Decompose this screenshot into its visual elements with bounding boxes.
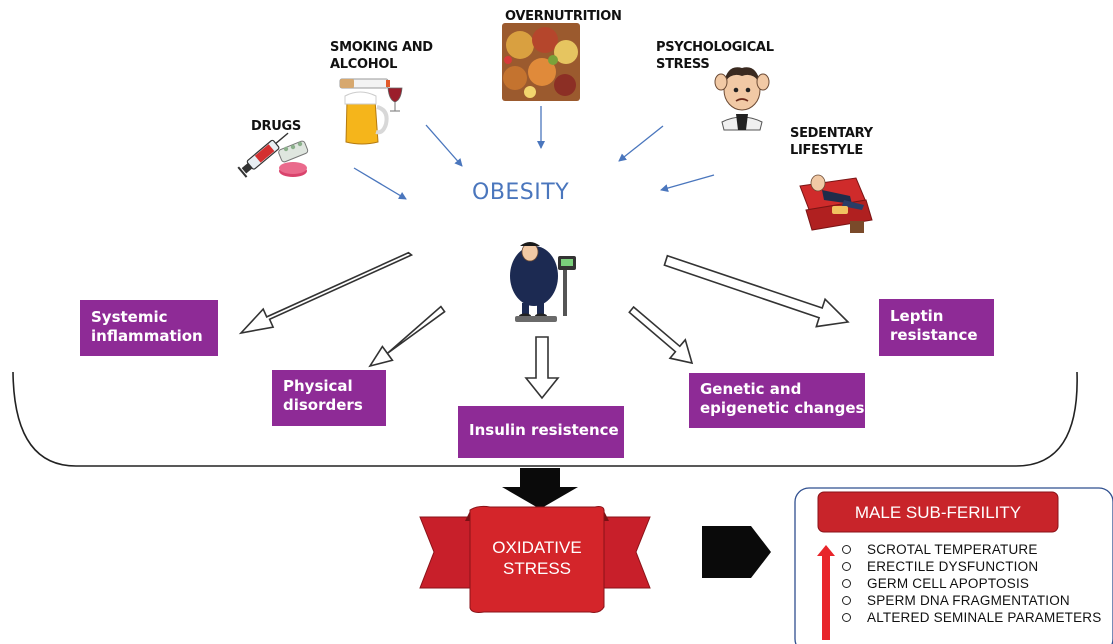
physical-disorders-box: Physical disorders [272,370,386,426]
consequences-bracket [12,371,1078,467]
arrow-drugs-to-obesity [353,167,407,200]
bullet-circle-icon [842,613,851,622]
male-subfertility-title: MALE SUB-FERILITY [855,503,1021,522]
block-arrow-to-leptin-resistance [663,254,850,328]
syringe-pills-icon [237,132,309,178]
leptin-resistance-box: Leptin resistance [879,299,994,356]
arrow-sedentary-to-obesity [660,174,715,192]
oxidative-stress-banner [419,505,651,613]
sofa-person-icon [799,174,873,233]
obese-man-icon [510,242,576,322]
oxidative-stress-label-line1: OXIDATIVE [492,538,581,557]
genetic-epigenetic-box: Genetic and epigenetic changes [689,373,865,428]
drugs-label: DRUGS [251,119,301,134]
list-item: ALTERED SEMINALE PARAMETERS [842,609,1101,626]
insulin-resistance-box: Insulin resistence [458,406,624,458]
arrow-stress-to-obesity [618,125,664,162]
oxidative-stress-label-line2: STRESS [503,559,571,578]
block-arrow-to-genetic-changes [628,305,694,365]
arrow-smoking-to-obesity [425,124,463,167]
block-arrow-to-insulin-resistance [524,336,560,400]
bullet-circle-icon [842,596,851,605]
sedentary-lifestyle-label: SEDENTARY LIFESTYLE [790,126,873,158]
block-arrow-to-systemic-inflammation [238,251,414,335]
systemic-inflammation-box: Systemic inflammation [80,300,218,356]
bullet-circle-icon [842,562,851,571]
list-item: ERECTILE DYSFUNCTION [842,558,1101,575]
bullet-circle-icon [842,579,851,588]
list-item: GERM CELL APOPTOSIS [842,575,1101,592]
black-arrow-right [702,526,771,578]
male-subfertility-list: SCROTAL TEMPERATURE ERECTILE DYSFUNCTION… [842,541,1101,626]
cigarette-beer-wine-icon [339,78,403,145]
smoking-alcohol-label: SMOKING AND ALCOHOL [330,40,433,72]
bullet-circle-icon [842,545,851,554]
psychological-stress-label: PSYCHOLOGICAL STRESS [656,40,774,72]
overnutrition-label: OVERNUTRITION [505,9,622,24]
male-subfertility-header [817,491,1059,533]
stressed-man-icon [714,67,770,131]
list-item: SPERM DNA FRAGMENTATION [842,592,1101,609]
black-arrow-down [502,468,578,509]
block-arrow-to-physical-disorders [368,305,446,368]
red-up-arrow [817,545,835,640]
list-item: SCROTAL TEMPERATURE [842,541,1101,558]
obesity-title: OBESITY [472,180,570,205]
food-icon [502,23,580,101]
